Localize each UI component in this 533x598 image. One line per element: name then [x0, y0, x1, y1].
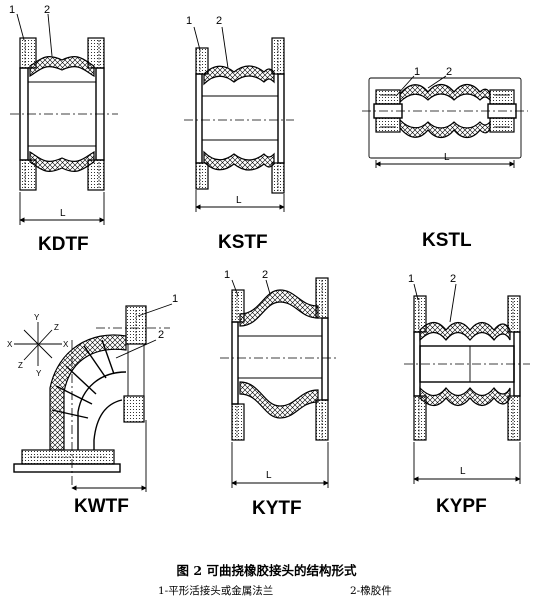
kypf-dimension-label: L	[460, 466, 466, 477]
kstl-dimension-label: L	[444, 152, 450, 163]
kypf-flange-right	[507, 295, 521, 441]
kdtf-callout-1: 1	[9, 4, 15, 16]
kstl-callout-1: 1	[414, 66, 420, 78]
kdtf-dimension: L	[19, 192, 105, 225]
kypf-dimension: L	[413, 442, 521, 484]
panel-kdtf: 1 2 L KDTF	[9, 4, 118, 255]
kytf-rubber-bottom	[239, 381, 319, 419]
kypf-callout-1: 1	[408, 273, 414, 285]
kstf-dimension-label: L	[236, 195, 242, 206]
kstl-dimension: L	[375, 152, 515, 168]
kdtf-rubber-bottom	[29, 150, 95, 172]
legend-item-1: 1-平形活接头或金属法兰	[158, 585, 274, 597]
figure-legend: 1-平形活接头或金属法兰 2-橡胶件	[0, 583, 533, 597]
kytf-rubber-top	[239, 289, 319, 327]
kwtf-axis-x-left: X	[7, 340, 13, 349]
kwtf-callouts: 1 2	[115, 293, 178, 359]
kwtf-axis-y-bottom: Y	[36, 369, 42, 378]
kstl-callouts: 1 2	[395, 66, 452, 97]
kytf-dimension-label: L	[266, 470, 272, 481]
kytf-model-label: KYTF	[252, 498, 302, 519]
panel-kwtf: Y Z X X Z Y	[7, 293, 178, 517]
kypf-callout-2: 2	[450, 273, 456, 285]
kytf-flange-left	[231, 289, 245, 441]
kypf-model-label: KYPF	[436, 496, 487, 517]
kytf-callout-2: 2	[262, 269, 268, 281]
kdtf-model-label: KDTF	[38, 234, 89, 255]
kstf-rubber-top	[203, 65, 275, 86]
kwtf-axis-z-bottom: Z	[18, 361, 23, 370]
kstf-flange-left	[195, 47, 209, 190]
kdtf-callout-2: 2	[44, 4, 50, 16]
kstl-model-label: KSTL	[422, 230, 472, 251]
kstf-callout-2: 2	[216, 15, 222, 27]
panel-kstl: 1 2 L KSTL	[362, 66, 528, 251]
kytf-callouts: 1 2	[224, 269, 271, 297]
kstf-rubber-bottom	[203, 150, 275, 171]
kstl-callout-2: 2	[446, 66, 452, 78]
kwtf-axis-symbol: Y Z X X Z Y	[7, 313, 69, 378]
kwtf-flange-bottom	[13, 449, 121, 473]
kwtf-axis-y-top: Y	[34, 313, 40, 322]
kytf-callout-1: 1	[224, 269, 230, 281]
kstf-dimension: L	[195, 190, 285, 212]
kstl-union-left	[373, 89, 403, 133]
kstf-flange-right	[271, 37, 285, 194]
kwtf-elbow	[49, 334, 127, 451]
kstl-rubber-top	[399, 83, 491, 104]
kstf-callout-1: 1	[186, 15, 192, 27]
kwtf-axis-z-top: Z	[54, 323, 59, 332]
kdtf-rubber-top	[29, 56, 95, 78]
kdtf-dimension-label: L	[60, 208, 66, 219]
figure-caption: 图 2 可曲挠橡胶接头的结构形式	[176, 563, 357, 578]
kwtf-model-label: KWTF	[74, 496, 129, 517]
kstl-frame	[368, 77, 522, 159]
kdtf-flange-right	[87, 37, 105, 191]
kwtf-axis-x-right: X	[63, 340, 69, 349]
panel-kytf: 1 2 L KYTF	[220, 269, 338, 519]
kwtf-dimension	[71, 420, 147, 492]
panel-kypf: 1 2 L KYPF	[404, 273, 530, 517]
kstf-model-label: KSTF	[218, 232, 268, 253]
kytf-dimension: L	[231, 442, 329, 488]
kypf-rubber-top	[419, 321, 511, 342]
kstf-callouts: 1 2	[186, 15, 229, 69]
kdtf-callouts: 1 2	[9, 4, 53, 57]
kypf-rubber-bottom	[419, 386, 511, 407]
kstl-rubber-bottom	[399, 118, 491, 139]
kypf-callouts: 1 2	[408, 273, 457, 323]
kdtf-flange-left	[19, 37, 37, 191]
kwtf-callout-2: 2	[158, 329, 164, 341]
legend-item-2: 2-橡胶件	[350, 585, 392, 597]
kwtf-callout-1: 1	[172, 293, 178, 305]
kwtf-flange-top	[123, 305, 147, 423]
kytf-flange-right	[315, 277, 329, 441]
panel-kstf: 1 2 L KSTF	[184, 15, 294, 253]
